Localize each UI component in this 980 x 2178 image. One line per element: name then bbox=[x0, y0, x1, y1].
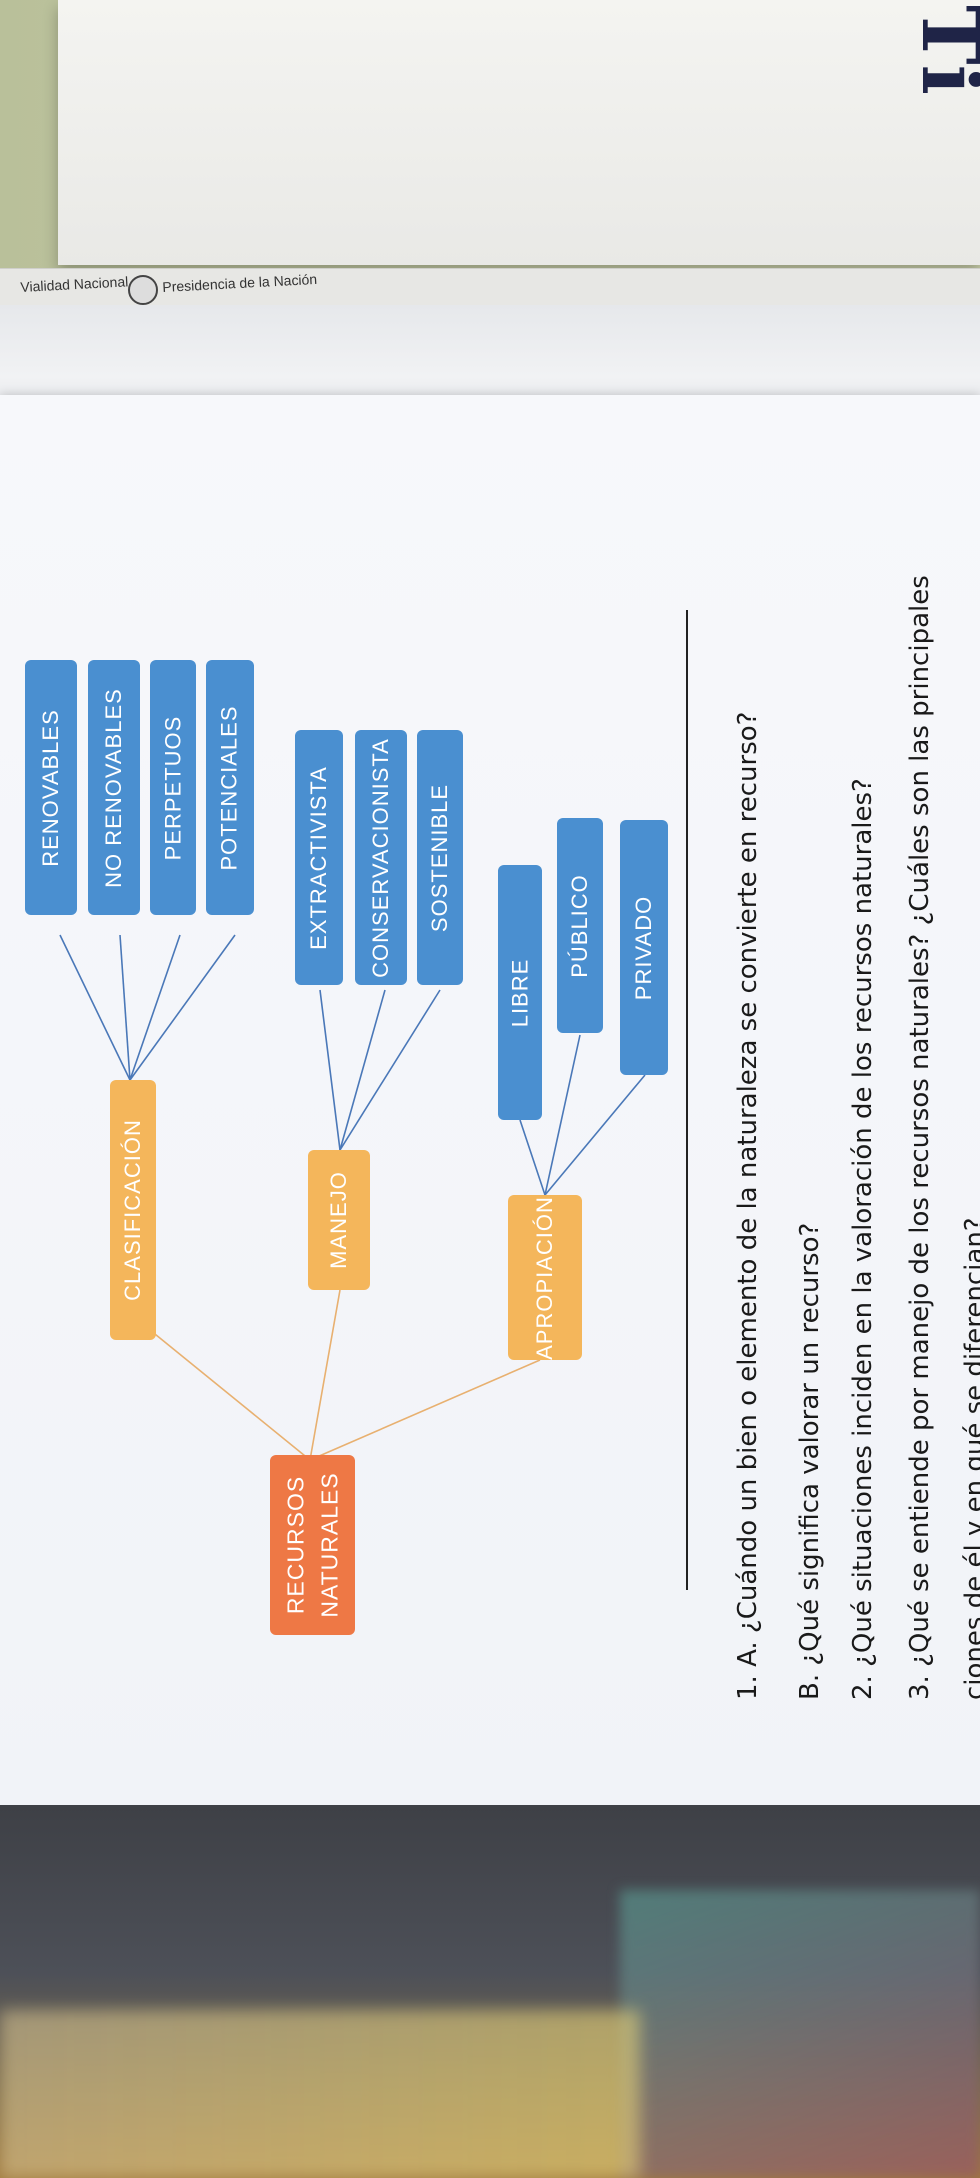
divider-line bbox=[686, 610, 688, 1590]
leaf-no-renovables: NO RENOVABLES bbox=[88, 660, 140, 915]
question-3-continued: ciones de él y en qué se diferencian? bbox=[960, 1217, 980, 1700]
branch-clasificacion: CLASIFICACIÓN bbox=[110, 1080, 156, 1340]
seal-icon bbox=[128, 275, 158, 305]
connector-manejo-conservacionista bbox=[339, 989, 386, 1151]
connector-clasificacion-renovables bbox=[59, 934, 131, 1081]
leaf-potenciales: POTENCIALES bbox=[206, 660, 254, 915]
connector-apropiacion-privado bbox=[544, 1074, 646, 1196]
root-recursos-naturales: RECURSOS NATURALES bbox=[270, 1455, 355, 1635]
branch-apropiacion: APROPIACIÓN bbox=[508, 1195, 582, 1360]
leaf-perpetuos: PERPETUOS bbox=[150, 660, 196, 915]
connector-root-manejo bbox=[309, 1289, 341, 1461]
connector-manejo-extractivista bbox=[319, 989, 341, 1151]
leaf-libre: LIBRE bbox=[498, 865, 542, 1120]
connector-clasificacion-perpetuos bbox=[129, 934, 181, 1081]
question-1a: 1. A. ¿Cuándo un bien o elemento de la n… bbox=[733, 711, 763, 1700]
question-2: 2. ¿Qué situaciones inciden en la valora… bbox=[848, 778, 878, 1700]
worksheet-paper bbox=[0, 395, 980, 1810]
connector-manejo-sostenible bbox=[339, 989, 441, 1151]
connector-root-clasificacion bbox=[149, 1329, 311, 1461]
question-1b: B. ¿Qué significa valorar un recurso? bbox=[795, 1222, 825, 1700]
book-cover: Ti bbox=[58, 0, 980, 265]
connector-clasificacion-potenciales bbox=[129, 934, 236, 1081]
connector-root-apropiacion bbox=[309, 1359, 541, 1461]
leaf-sostenible: SOSTENIBLE bbox=[417, 730, 463, 985]
desk-reflection bbox=[620, 1890, 980, 2178]
question-3: 3. ¿Qué se entiende por manejo de los re… bbox=[905, 575, 935, 1700]
branch-manejo: MANEJO bbox=[308, 1150, 370, 1290]
connector-clasificacion-no-renovables bbox=[119, 934, 131, 1081]
leaf-conservacionista: CONSERVACIONISTA bbox=[355, 730, 407, 985]
leaf-publico: PÚBLICO bbox=[557, 818, 603, 1033]
connector-apropiacion-publico bbox=[544, 1034, 581, 1196]
connector-apropiacion-libre bbox=[519, 1119, 546, 1196]
leaf-extractivista: EXTRACTIVISTA bbox=[295, 730, 343, 985]
leaf-renovables: RENOVABLES bbox=[25, 660, 77, 915]
desk-reflection-yellow bbox=[0, 2010, 640, 2178]
leaf-privado: PRIVADO bbox=[620, 820, 668, 1075]
